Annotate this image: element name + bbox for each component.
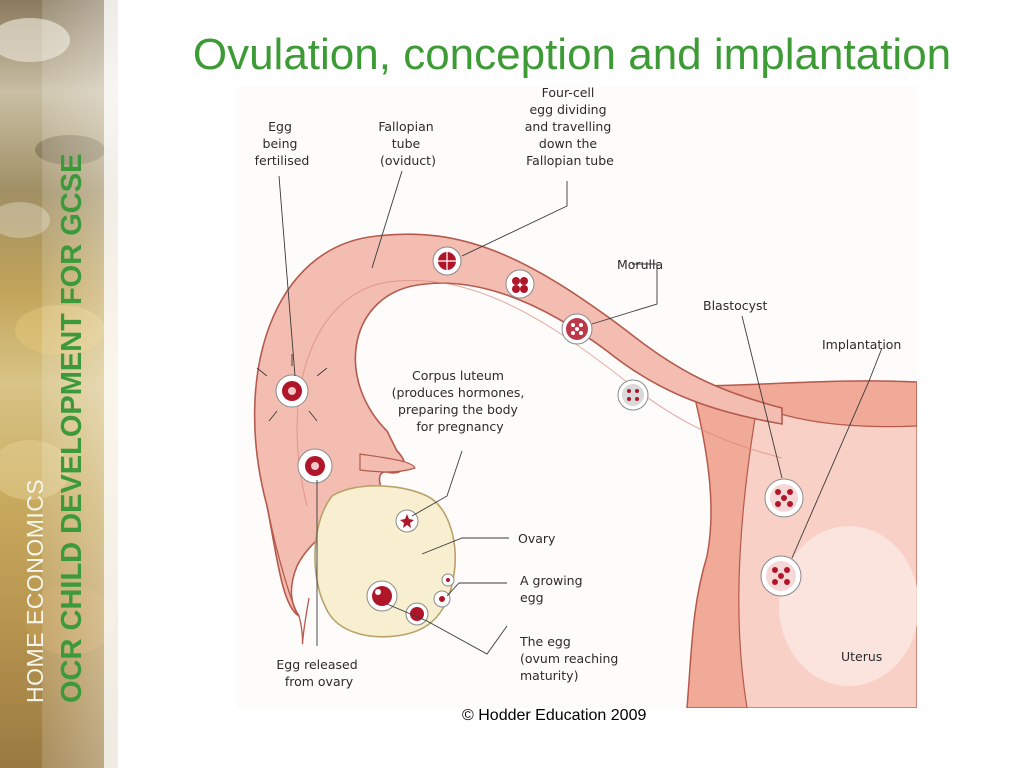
uterus — [686, 380, 919, 709]
labels: Egg being fertilised Fallopian tube (ovi… — [255, 85, 902, 689]
morulla-cell-2 — [617, 379, 649, 411]
label-ovary: Ovary — [518, 531, 556, 546]
subject-label: HOME ECONOMICS — [22, 478, 48, 703]
morulla-cell — [561, 313, 593, 345]
implanting-cell — [760, 555, 802, 597]
copyright-notice: © Hodder Education 2009 — [462, 707, 647, 724]
side-photo-banner: HOME ECONOMICS OCR CHILD DEVELOPMENT FOR… — [0, 0, 118, 768]
fallopian-tube — [253, 233, 783, 645]
label-morulla: Morulla — [617, 257, 663, 272]
growing-egg-cells — [433, 573, 455, 608]
label-four-cell-egg: Four-cell egg dividing and travelling do… — [525, 86, 616, 168]
course-label: OCR CHILD DEVELOPMENT FOR GCSE — [56, 153, 88, 703]
label-corpus-luteum: Corpus luteum (produces hormones, prepar… — [392, 368, 529, 434]
dividing-cell — [505, 269, 535, 299]
ovary — [314, 485, 457, 638]
leader-lines — [278, 170, 883, 655]
egg-being-fertilised — [256, 354, 328, 422]
cells — [256, 246, 804, 626]
label-egg-released: Egg released from ovary — [276, 657, 361, 689]
label-the-egg: The egg (ovum reaching maturity) — [519, 634, 622, 683]
egg-released — [297, 448, 333, 484]
blastocyst-cell — [764, 478, 804, 518]
label-egg-being-fertilised: Egg being fertilised — [255, 119, 310, 168]
label-uterus: Uterus — [841, 649, 882, 664]
label-fallopian-tube: Fallopian tube (oviduct) — [378, 119, 437, 168]
four-cell-egg — [432, 246, 462, 276]
label-implantation: Implantation — [822, 337, 901, 352]
reproduction-diagram: Egg being fertilised Fallopian tube (ovi… — [237, 85, 919, 709]
corpus-luteum — [395, 509, 419, 533]
label-growing-egg: A growing egg — [520, 573, 587, 605]
slide-title: Ovulation, conception and implantation — [192, 30, 952, 79]
label-blastocyst: Blastocyst — [703, 298, 768, 313]
